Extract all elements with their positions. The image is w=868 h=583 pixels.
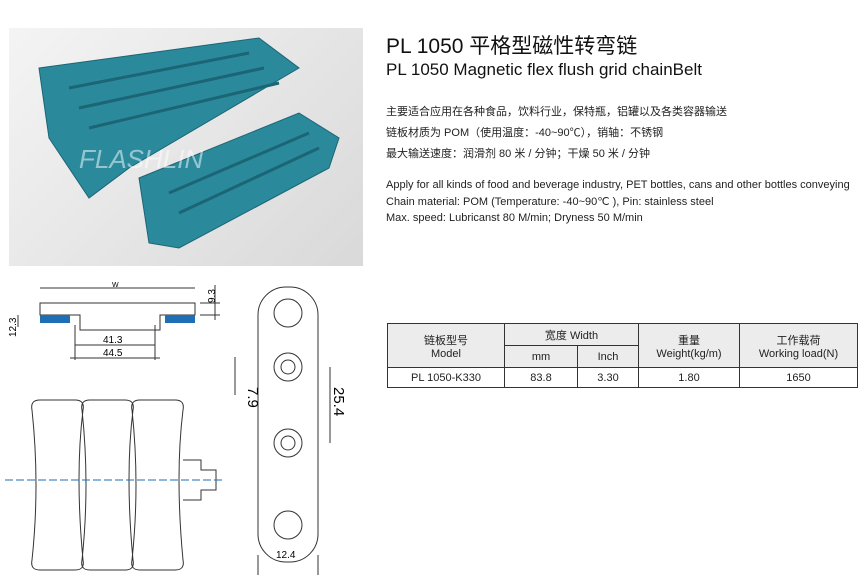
cell-model: PL 1050-K330 (387, 367, 505, 388)
title-en: PL 1050 Magnetic flex flush grid chainBe… (386, 60, 702, 79)
magnet-left (40, 315, 70, 323)
technical-drawing: W 9.3 12.3 41.3 44.5 7.9 25.4 12.4 (5, 282, 347, 575)
th-model-en: Model (431, 347, 461, 360)
dim-12-3: 12.3 (8, 317, 19, 337)
dim-7-9: 7.9 (244, 387, 261, 408)
desc-line: Apply for all kinds of food and beverage… (386, 179, 850, 191)
th-model-cn: 链板型号 (424, 334, 468, 347)
table-row: PL 1050-K330 83.8 3.30 1.80 1650 (387, 367, 858, 388)
description-en: Apply for all kinds of food and beverage… (386, 177, 850, 227)
dim-9-3: 9.3 (207, 289, 218, 303)
dim-12-4: 12.4 (276, 550, 296, 561)
dim-w: W (112, 282, 119, 289)
th-load-cn: 工作载荷 (776, 334, 821, 347)
desc-line: 主要适合应用在各种食品，饮料行业，保特瓶，铝罐以及各类容器输送 (386, 106, 727, 118)
th-inch: Inch (577, 345, 639, 368)
cell-inch: 3.30 (577, 367, 639, 388)
title-cn: PL 1050 平格型磁性转弯链 (386, 35, 638, 58)
th-mm: mm (504, 345, 578, 368)
cell-load: 1650 (739, 367, 858, 388)
cell-weight: 1.80 (638, 367, 740, 388)
th-load-en: Working load(N) (758, 347, 839, 360)
chain-image: FLASHLIN (38, 37, 340, 249)
desc-line: 最大输送速度：润滑剂 80 米 / 分钟；干燥 50 米 / 分钟 (386, 148, 651, 160)
desc-line: Max. speed: Lubricanst 80 M/min; Dryness… (386, 212, 643, 224)
cell-mm: 83.8 (504, 367, 578, 388)
magnet-right (165, 315, 195, 323)
dim-25-4: 25.4 (330, 387, 347, 416)
th-weight-en: Weight(kg/m) (656, 347, 722, 360)
dim-41-3: 41.3 (103, 335, 123, 346)
watermark: FLASHLIN (79, 144, 203, 174)
description-cn: 主要适合应用在各种食品，饮料行业，保特瓶，铝罐以及各类容器输送 链板材质为 PO… (386, 102, 727, 165)
desc-line: 链板材质为 POM（使用温度：-40~90℃），销轴：不锈钢 (386, 127, 664, 139)
product-photo: FLASHLIN (9, 28, 363, 266)
dim-44-5: 44.5 (103, 348, 123, 359)
desc-line: Chain material: POM (Temperature: -40~90… (386, 195, 714, 208)
th-weight-cn: 重量 (678, 334, 700, 347)
th-width: 宽度 Width (504, 323, 639, 346)
